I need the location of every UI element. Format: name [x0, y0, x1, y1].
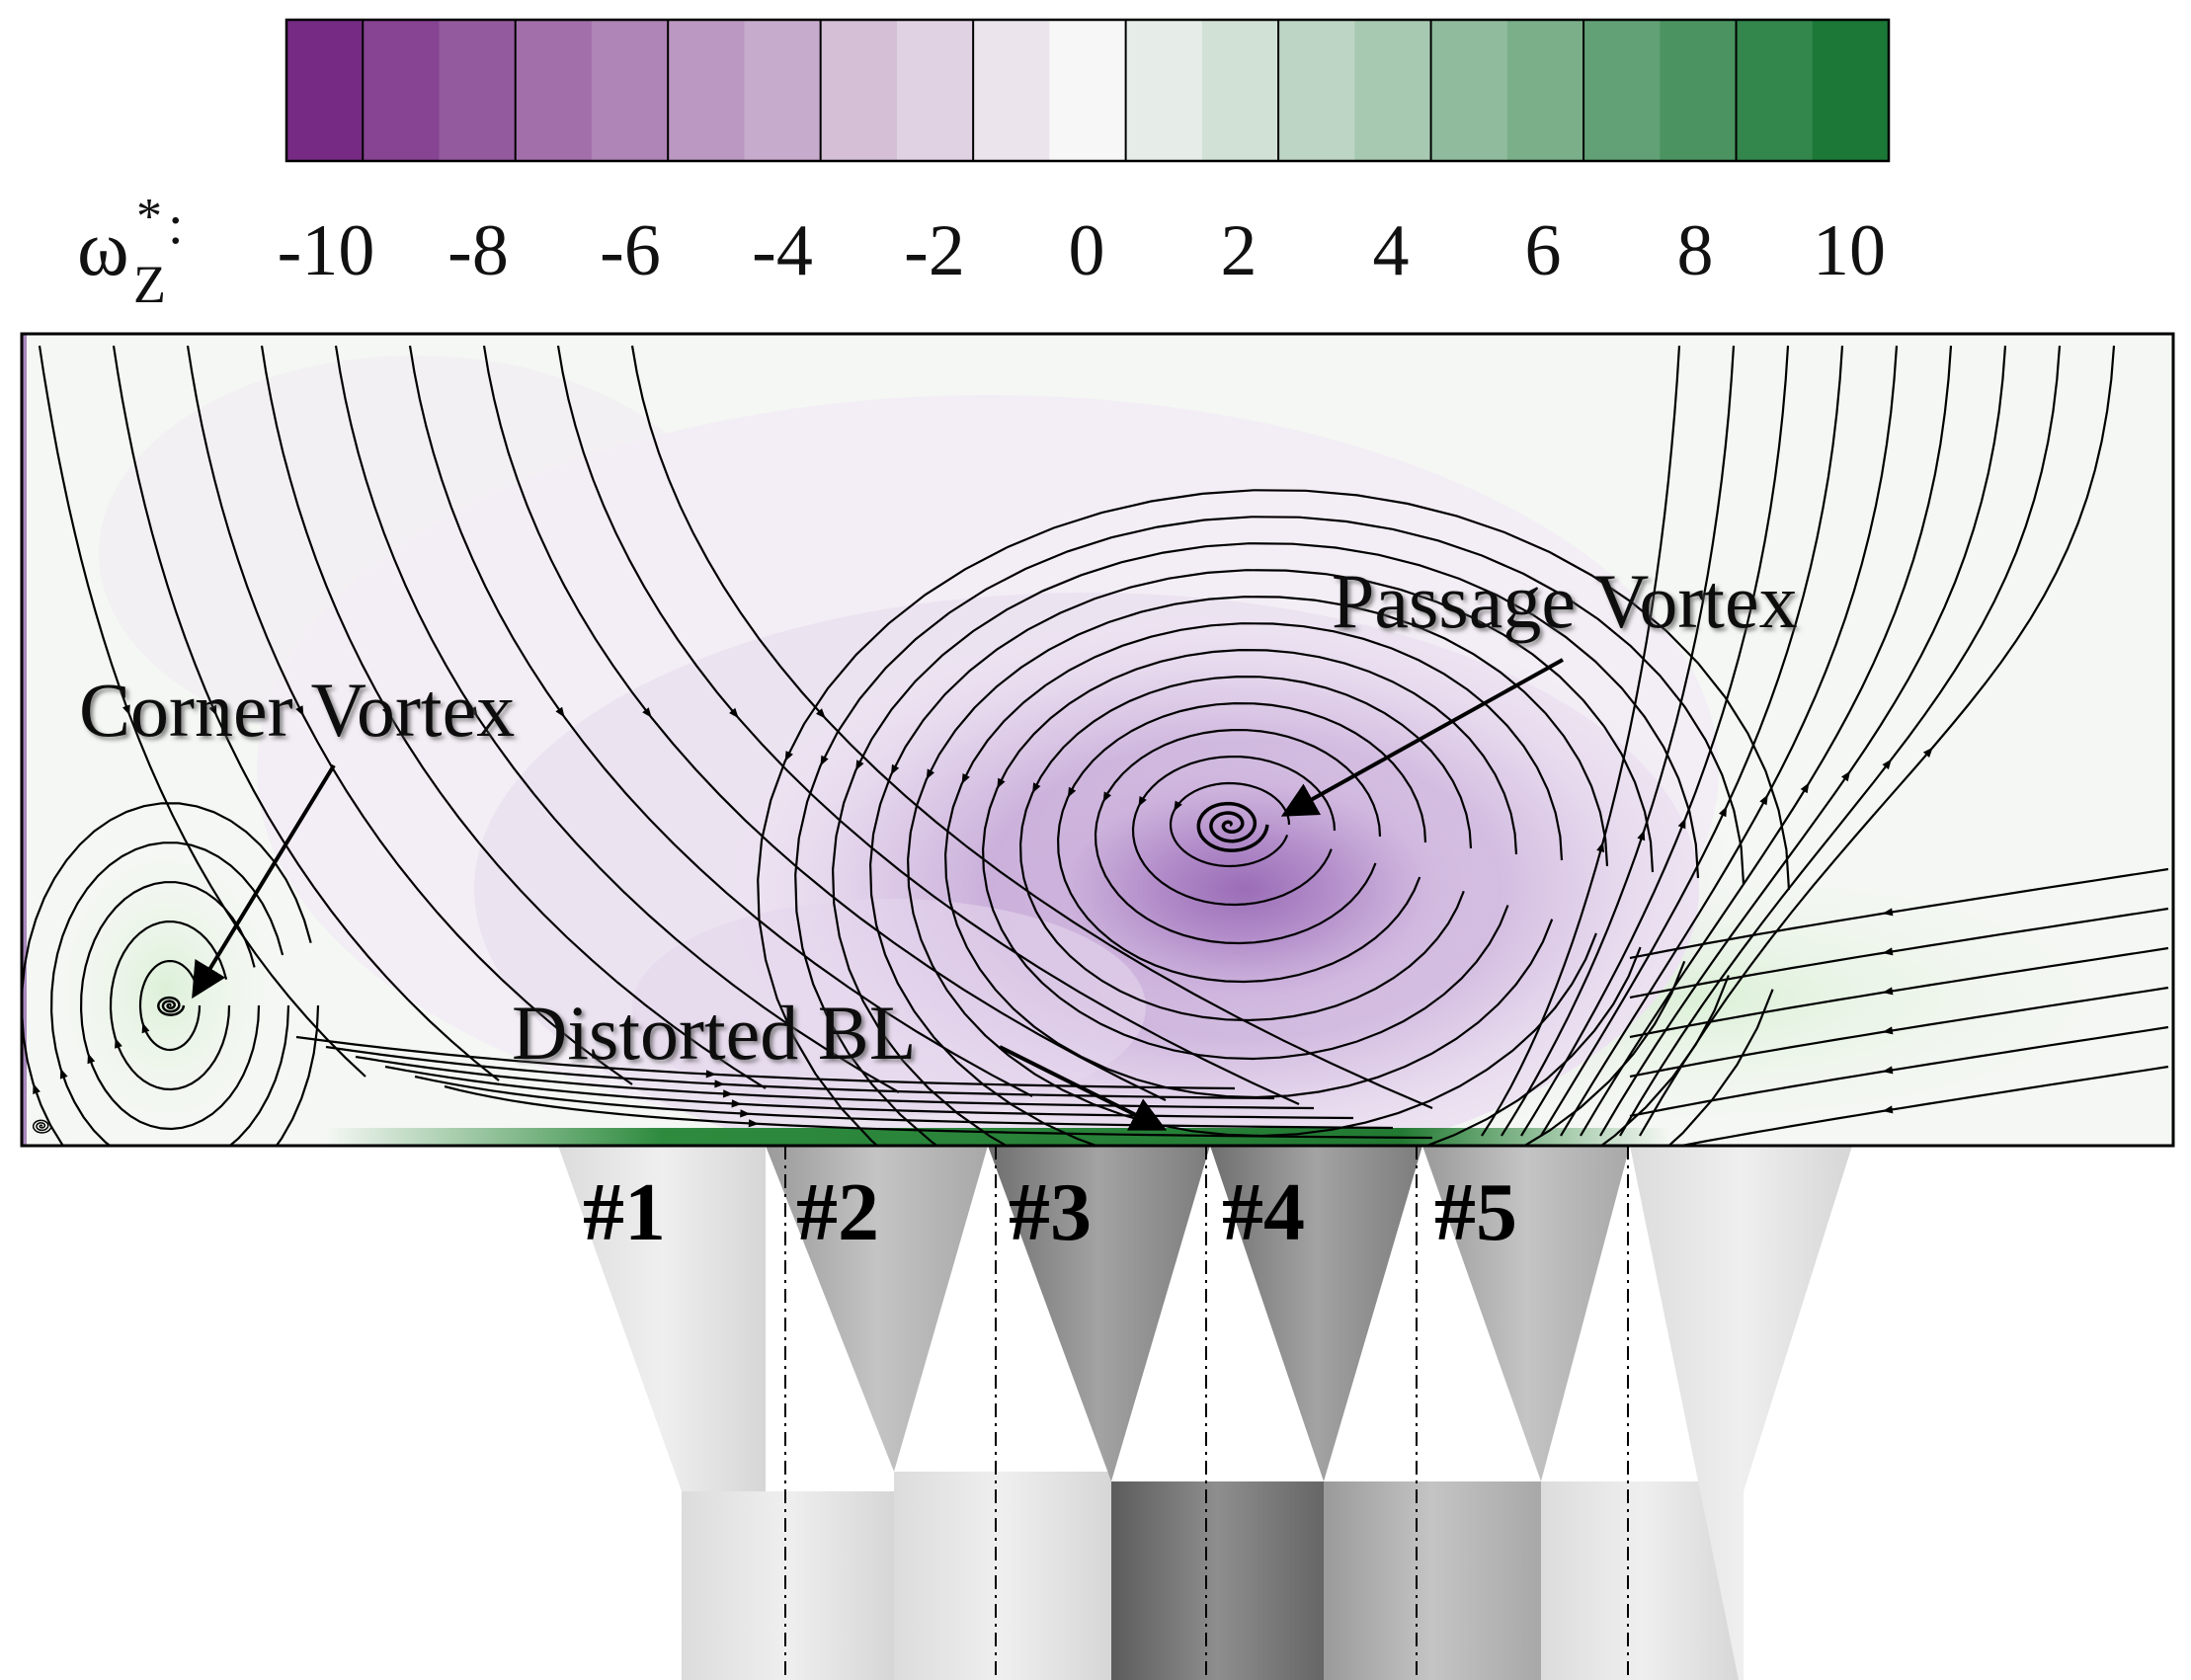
- colorbar-tick: -10: [278, 210, 375, 291]
- film-cooling-holes: [558, 1146, 1852, 1680]
- corner-vortex-label: Corner Vortex: [79, 667, 515, 753]
- hole-label: #5: [1434, 1166, 1517, 1258]
- omega-subscript: Z: [133, 255, 166, 314]
- vorticity-contour-plot: [22, 334, 2173, 1146]
- colorbar-level: [896, 20, 974, 161]
- colorbar-level: [1125, 20, 1203, 161]
- colorbar-level: [1812, 20, 1890, 161]
- colorbar-tick: -8: [447, 210, 509, 291]
- colorbar-level: [1278, 20, 1355, 161]
- omega-symbol: ω: [77, 205, 129, 292]
- colorbar-tick: 2: [1221, 210, 1258, 291]
- colorbar-tick: -2: [904, 210, 965, 291]
- colorbar-level: [439, 20, 517, 161]
- colorbar-ticks: -10 -8 -6 -4 -2 0 2 4 6 8 10: [278, 210, 1886, 291]
- hole-labels: #1 #2 #3 #4 #5: [583, 1166, 1517, 1258]
- colorbar-level: [744, 20, 822, 161]
- colorbar-level: [1506, 20, 1584, 161]
- colorbar-tick: -4: [752, 210, 813, 291]
- colorbar-tick: 4: [1373, 210, 1410, 291]
- omega-superscript: *: [136, 189, 162, 245]
- colorbar-level: [1049, 20, 1127, 161]
- colorbar-level: [515, 20, 593, 161]
- colorbar-level: [286, 20, 364, 161]
- colorbar-level: [1201, 20, 1279, 161]
- colorbar-level: [1583, 20, 1661, 161]
- colorbar-tick: 10: [1813, 210, 1886, 291]
- colorbar-tick: -6: [600, 210, 661, 291]
- label-colon: :: [168, 195, 184, 256]
- colorbar-level: [973, 20, 1050, 161]
- plot-frame: [20, 332, 2175, 1148]
- colorbar-tick: 0: [1069, 210, 1105, 291]
- colorbar-level: [1354, 20, 1432, 161]
- colorbar-level: [1736, 20, 1814, 161]
- distorted-bl-label: Distorted BL: [512, 990, 916, 1076]
- colorbar-level: [820, 20, 898, 161]
- hole-label: #1: [583, 1166, 666, 1258]
- colorbar-level: [1660, 20, 1738, 161]
- colorbar-tick: 6: [1525, 210, 1562, 291]
- passage-vortex-label: Passage Vortex: [1332, 558, 1798, 644]
- colorbar: [284, 18, 1891, 163]
- colorbar-level: [1430, 20, 1508, 161]
- hole-label: #2: [796, 1166, 879, 1258]
- hole-label: #3: [1009, 1166, 1092, 1258]
- colorbar-level: [668, 20, 746, 161]
- colorbar-level: [591, 20, 669, 161]
- colorbar-tick: 8: [1677, 210, 1714, 291]
- colorbar-variable-label: ω Z * :: [77, 189, 184, 314]
- colorbar-level: [363, 20, 441, 161]
- annotation-arrows: [192, 658, 1564, 1131]
- hole-label: #4: [1222, 1166, 1305, 1258]
